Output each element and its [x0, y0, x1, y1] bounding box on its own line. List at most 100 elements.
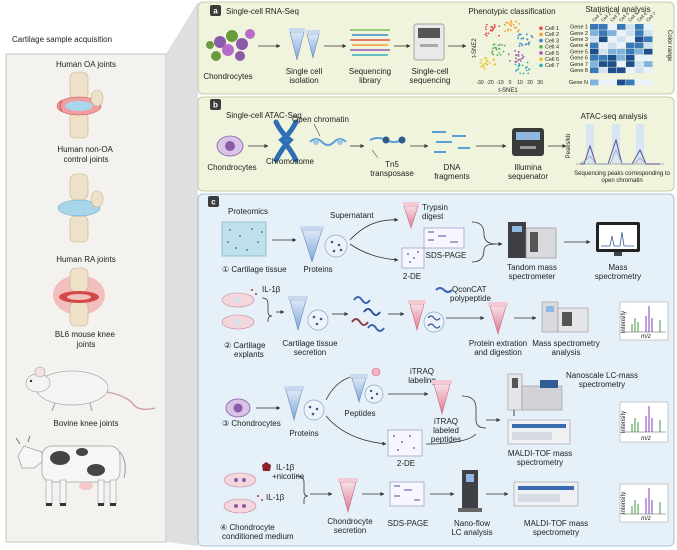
legend-label: Cell 2 — [545, 32, 559, 38]
tsne-point — [514, 20, 517, 23]
row3-spectrum-peaks — [622, 406, 666, 433]
heatmap-cell — [599, 55, 608, 61]
tsne-point — [492, 28, 494, 31]
tsne-point — [487, 32, 490, 35]
panel-a: a Single-cell RNA-Seq Chondrocytes Singl… — [197, 1, 675, 95]
tsne-point — [517, 29, 520, 32]
heatmap-gene-label: Gene 5 — [570, 49, 588, 55]
heatmap-cell — [590, 79, 599, 86]
tsne-point — [485, 32, 488, 35]
panel-c-letter-badge — [208, 196, 219, 207]
tsne-point — [528, 68, 531, 71]
tsne-point — [499, 43, 501, 46]
heatmap-cell — [644, 36, 653, 43]
heatmap-cell — [644, 79, 653, 86]
row3-proteins-zoom-icon — [303, 399, 325, 421]
row3-maldi-instrument-icon — [507, 419, 571, 445]
legend-swatch — [539, 32, 543, 37]
heatmap-gene-label: Gene 3 — [570, 37, 588, 43]
legend-swatch — [539, 38, 543, 43]
tsne-point — [514, 63, 517, 66]
heatmap-gene-label: Gene 1 — [570, 25, 588, 31]
qconcat-zoom-icon — [423, 311, 445, 333]
tsne-point — [507, 21, 510, 24]
tsne-point — [479, 61, 482, 64]
secretion-zoom-icon — [307, 309, 329, 331]
tsne-point — [520, 37, 523, 40]
heatmap-cell — [608, 24, 617, 30]
tsne-point — [496, 54, 499, 57]
heatmap-cell — [608, 55, 617, 61]
tsne-point — [517, 68, 520, 70]
row3-spectrum — [619, 401, 669, 443]
heatmap-cell — [635, 55, 644, 61]
panel-b-chondrocytes: Chondrocytes — [207, 163, 256, 172]
tsne-point — [521, 57, 524, 60]
heatmap-cell — [590, 30, 599, 36]
heatmap-cell — [590, 48, 599, 55]
extraction-tube-icon — [488, 302, 508, 336]
legend-label: Cell 6 — [545, 57, 559, 63]
panel-c-letter: c — [211, 198, 216, 207]
sample-label-mouse: BL6 mouse knee joints — [55, 330, 117, 349]
heatmap-cell — [608, 61, 617, 67]
tsne-point — [493, 43, 496, 45]
medium-dish-2-icon — [223, 498, 257, 514]
tsne-point — [502, 50, 505, 53]
heatmap-cell — [626, 67, 635, 74]
row1-cartilage-tissue: ① Cartilage tissue Proteins Supernatant … — [221, 202, 641, 281]
heatmap-cell — [635, 30, 644, 36]
tsne-tick-label: 30 — [537, 80, 543, 86]
tsne-point — [501, 44, 503, 46]
peptides-tube-icon — [350, 374, 368, 404]
row4-il1b: IL-1β — [266, 493, 285, 502]
tsne-point — [493, 26, 496, 29]
legend-label: Cell 3 — [545, 38, 559, 44]
tsne-point — [527, 72, 530, 75]
connector-wedge — [166, 2, 198, 546]
tsne-point — [492, 47, 494, 50]
row3-mz: m/z — [641, 436, 651, 442]
heatmap-cell — [635, 67, 644, 74]
sds-gel-icon — [423, 227, 465, 249]
heatmap-cell — [599, 36, 608, 43]
itraq-tube-icon — [432, 380, 452, 416]
tsne-point — [531, 36, 534, 39]
heatmap-cell — [644, 67, 653, 74]
cartilage-tissue-icon — [221, 221, 267, 257]
tsne-point — [507, 28, 510, 31]
tsne-point — [519, 58, 521, 61]
knee-joint-oa-icon — [56, 71, 104, 139]
chondrocyte-cluster-icon — [206, 29, 255, 61]
heatmap-cell — [599, 30, 608, 36]
trypsin-tube-icon — [403, 202, 419, 229]
heatmap-cell — [617, 79, 626, 86]
tsne-point — [503, 44, 506, 47]
tsne-point — [514, 50, 516, 52]
tsne-point — [485, 57, 488, 60]
legend-label: Cell 4 — [545, 45, 559, 51]
legend-swatch — [539, 45, 543, 49]
tsne-point — [493, 24, 496, 27]
heatmap-cell — [635, 36, 644, 43]
panel-b: b Single-cell ATAC-Seq Chondrocytes Open… — [197, 96, 675, 192]
tsne-point — [507, 53, 510, 56]
tsne-point — [485, 34, 488, 37]
sample-label-oa: Human OA joints — [56, 60, 116, 69]
tsne-point — [517, 37, 520, 40]
heatmap-gene-label: Gene 7 — [570, 62, 588, 68]
panel-a-letter-badge — [210, 5, 221, 16]
tsne-tick-label: -20 — [486, 80, 493, 86]
heatmap-cell — [644, 55, 653, 61]
2de-gel-icon — [401, 247, 425, 269]
tsne-point — [489, 29, 492, 32]
dna-fragments-icon — [432, 131, 470, 153]
tsne-plot — [479, 20, 534, 75]
